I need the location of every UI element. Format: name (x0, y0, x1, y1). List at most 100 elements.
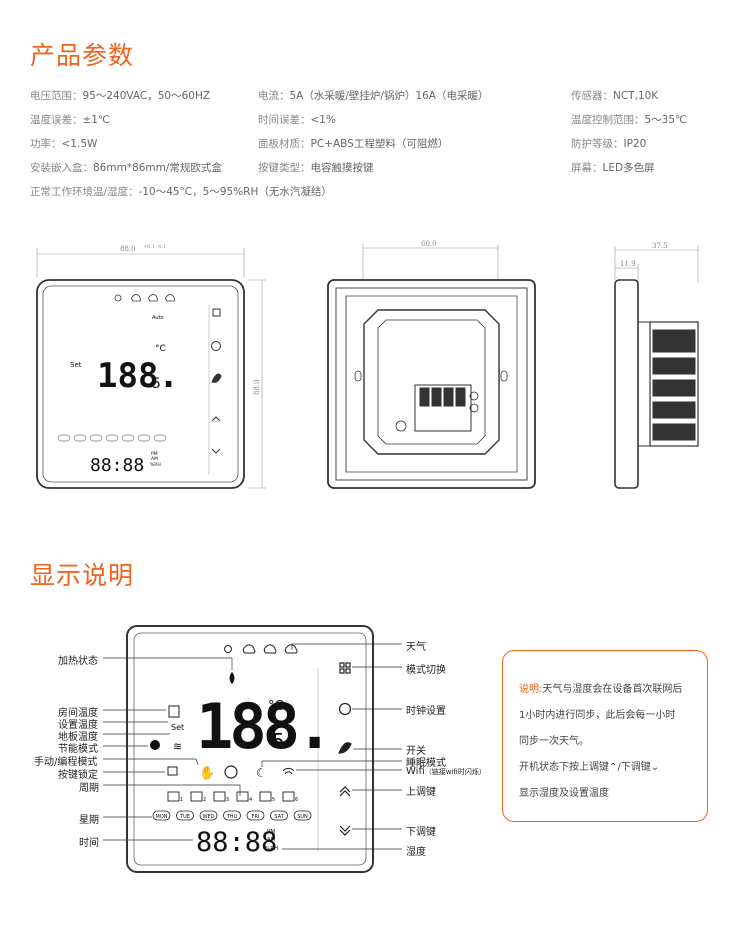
day-label: THU (226, 814, 238, 820)
period-number: 2 (203, 797, 206, 803)
spec-item: 时间误差：<1% (258, 112, 336, 127)
spec-value: PC+ABS工程塑料（可阻燃） (310, 138, 449, 150)
label-room-temp: 房间温度 (58, 708, 98, 719)
day-pill (223, 810, 241, 821)
spec-key: 电流： (258, 90, 290, 102)
day-label: WED (203, 814, 215, 820)
period-number: 1 (180, 797, 183, 803)
label-eco: 节能模式 (58, 744, 98, 755)
label-floor-temp: 地板温度 (58, 732, 98, 743)
spec-key: 屏幕： (571, 162, 603, 174)
front-temp-digits: 188. (97, 356, 179, 396)
spec-key: 正常工作环境温/湿度： (30, 186, 139, 198)
front-side-icons (211, 308, 222, 454)
label-humidity: 湿度 (406, 847, 426, 858)
front-height-dimension (248, 279, 266, 489)
front-am: AM (151, 456, 158, 462)
leaf-icon (338, 742, 352, 754)
spec-item: 按键类型：电容触摸按键 (258, 160, 374, 175)
front-set-label: Set (70, 361, 82, 369)
spec-item: 面板材质：PC+ABS工程塑料（可阻燃） (258, 136, 448, 151)
label-wifi-note: （链接wifi时闪烁） (424, 768, 486, 776)
mode-icon (339, 662, 351, 674)
spec-key: 温度误差： (30, 114, 83, 126)
period-box (167, 791, 180, 802)
back-view (327, 279, 536, 489)
spec-value: 电容触摸按键 (310, 162, 374, 174)
temperature-unit: °C (268, 699, 284, 714)
period-box (236, 791, 249, 802)
spec-value: IP20 (623, 138, 647, 150)
period-box (259, 791, 272, 802)
dimension-drawings: 88.0 +0.1 -0.1 88.0 188. 5 °C Set Auto 8… (36, 240, 699, 489)
spec-key: 电压范围： (30, 90, 83, 102)
side-buttons (338, 662, 352, 836)
front-width-text: 88.0 (120, 245, 136, 253)
front-day-row (57, 434, 167, 442)
period-box (213, 791, 226, 802)
spec-value: 5～35℃ (644, 114, 687, 126)
period-box (282, 791, 295, 802)
spec-key: 面板材质： (258, 138, 311, 150)
callout-lines (103, 643, 402, 850)
label-wifi-text: Wifi (406, 766, 425, 777)
label-mode: 模式切换 (406, 665, 446, 676)
spec-value: 86mm*86mm/常规欧式盒 (93, 162, 222, 174)
label-set-temp: 设置温度 (58, 720, 98, 731)
note-label: 说明: (519, 684, 543, 695)
rh-label: %RH (265, 846, 278, 852)
temperature-decimal: 5 (272, 729, 285, 753)
time-digits: 88:88 (196, 827, 277, 858)
wifi-icon (282, 767, 295, 775)
spec-item: 温度误差：±1℃ (30, 112, 110, 127)
front-view: 188. 5 °C Set Auto 88:88 PM AM %RH (36, 279, 245, 489)
spec-value: 95～240VAC，50～60HZ (82, 90, 211, 102)
label-timer: 时钟设置 (406, 706, 446, 717)
spec-key: 按键类型： (258, 162, 311, 174)
spec-key: 安装嵌入盒： (30, 162, 93, 174)
section-title-specs: 产品参数 (30, 41, 135, 70)
sleep-icon: ☾ (256, 766, 267, 780)
manual-icon: ✋ (199, 765, 215, 781)
side-view (614, 279, 699, 489)
spec-value: -10～45°C，5～95%RH（无水汽凝结） (138, 186, 332, 198)
spec-item: 正常工作环境温/湿度：-10～45°C，5～95%RH（无水汽凝结） (30, 184, 332, 199)
side-depth-text: 37.5 (652, 242, 668, 250)
label-up: 上调键 (406, 787, 436, 798)
spec-value: ±1℃ (82, 114, 110, 126)
period-number: 4 (249, 797, 252, 803)
spec-key: 温度控制范围： (571, 114, 645, 126)
spec-value: LED多色屏 (602, 162, 655, 174)
day-label: FRI (252, 814, 260, 820)
label-weather: 天气 (406, 642, 426, 653)
period-number: 3 (226, 797, 229, 803)
day-label: SAT (274, 814, 284, 820)
spec-item: 安装嵌入盒：86mm*86mm/常规欧式盒 (30, 160, 222, 175)
side-panel-text: 11.9 (620, 260, 636, 268)
up-icon (339, 786, 351, 797)
label-power: 开关 (406, 746, 426, 757)
note-line3: 同步一次天气。 (519, 736, 589, 747)
day-label: TUE (179, 814, 190, 820)
day-pill (246, 810, 265, 821)
front-pm: PM (151, 451, 158, 457)
front-width-tol: +0.1 -0.1 (143, 244, 166, 250)
note-line2: 1小时内进行同步，此后会每一小时 (519, 710, 676, 721)
spec-value: NCT,10K (613, 90, 659, 102)
label-down: 下调键 (406, 827, 436, 838)
label-wifi: Wifi（链接wifi时闪烁） (406, 766, 486, 777)
note-box: 说明:天气与湿度会在设备首次联网后 1小时内进行同步，此后会每一小时 同步一次天… (502, 650, 708, 822)
note-line4a: 开机状态下按上调键 (519, 762, 609, 773)
front-temp-decimal: 5 (152, 376, 161, 392)
down-icon (339, 825, 351, 836)
spec-key: 防护等级： (571, 138, 624, 150)
back-width-dimension (362, 244, 499, 280)
label-period: 周期 (79, 783, 99, 794)
spec-key: 功率： (30, 138, 62, 150)
period-number: 5 (272, 797, 275, 803)
label-time: 时间 (79, 838, 99, 849)
note-line5: 显示湿度及设置温度 (519, 788, 609, 799)
back-width-text: 60.0 (421, 240, 437, 248)
